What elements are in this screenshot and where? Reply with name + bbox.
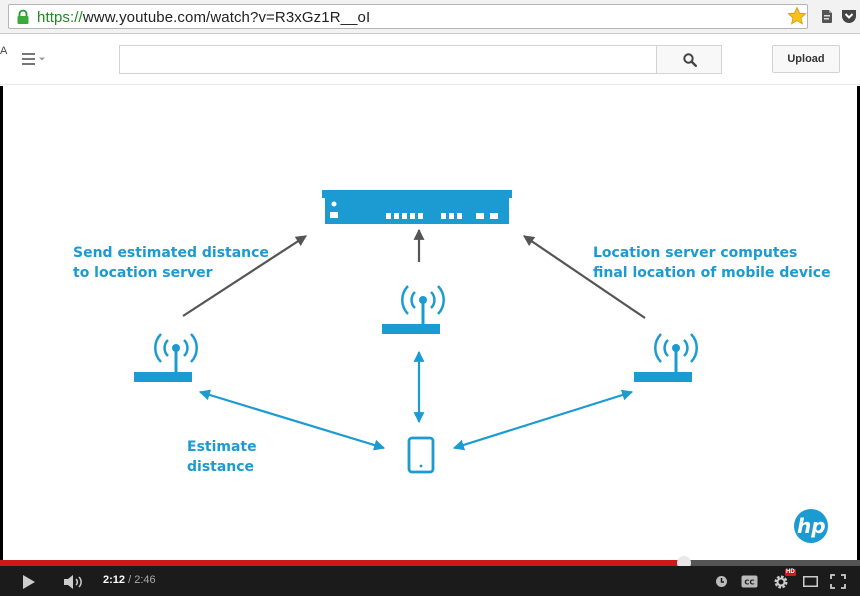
location-server-icon — [322, 190, 512, 224]
watch-later-icon[interactable] — [715, 575, 728, 588]
search-button[interactable] — [656, 45, 722, 74]
video-frame-slide[interactable]: Send estimated distance to location serv… — [3, 86, 857, 560]
search-input[interactable] — [119, 45, 657, 74]
label-location-server-computes: Location server computes final location … — [593, 243, 831, 283]
label-server-line2: final location of mobile device — [593, 265, 831, 281]
youtube-header: A Upload — [0, 35, 860, 85]
cropped-text: A — [0, 45, 8, 57]
play-icon[interactable] — [22, 574, 36, 590]
lock-icon — [17, 9, 29, 24]
star-icon[interactable] — [787, 6, 807, 26]
network-diagram — [134, 190, 828, 543]
label-estimate-distance: Estimate distance — [187, 437, 257, 477]
hp-logo-text: hp — [797, 514, 826, 538]
access-point-left-icon — [134, 333, 198, 382]
arrow-right-to-server — [523, 235, 646, 319]
time-display: 2:12 / 2:46 — [103, 574, 156, 586]
url-path: www.youtube.com/watch?v=R3xGz1R__oI — [82, 9, 371, 26]
evernote-extension-icon[interactable] — [818, 7, 836, 25]
url-scheme: https:// — [37, 9, 83, 26]
url-text[interactable]: https://www.youtube.com/watch?v=R3xGz1R_… — [37, 9, 370, 26]
search-icon — [683, 53, 697, 67]
hd-badge: HD — [785, 569, 796, 576]
arrow-device-left-ap — [198, 389, 386, 451]
access-point-right-icon — [634, 333, 698, 382]
duration: 2:46 — [134, 574, 156, 586]
hp-logo — [794, 509, 828, 543]
pocket-extension-icon[interactable] — [841, 7, 857, 25]
label-server-line1: Location server computes — [593, 245, 798, 261]
arrow-left-to-server — [182, 235, 307, 317]
captions-icon[interactable]: CC — [741, 575, 758, 588]
player-controls: 2:12 / 2:46 CC HD — [0, 566, 860, 596]
arrow-device-right-ap — [452, 389, 634, 451]
label-send-distance-line2: to location server — [73, 265, 213, 281]
settings-gear-icon[interactable] — [773, 574, 789, 590]
browser-toolbar: https://www.youtube.com/watch?v=R3xGz1R_… — [0, 0, 860, 34]
upload-button[interactable]: Upload — [772, 45, 840, 73]
access-point-center-icon — [382, 285, 445, 334]
theater-mode-icon[interactable] — [803, 576, 818, 587]
volume-icon[interactable] — [63, 574, 85, 590]
label-estimate-line2: distance — [187, 459, 255, 475]
progress-played — [0, 560, 684, 566]
label-estimate-line1: Estimate — [187, 439, 257, 455]
current-time: 2:12 — [103, 574, 126, 586]
label-send-distance: Send estimated distance to location serv… — [73, 243, 269, 283]
time-separator: / — [125, 574, 135, 586]
fullscreen-icon[interactable] — [830, 574, 846, 589]
svg-text:CC: CC — [744, 579, 754, 587]
mobile-device-icon — [407, 436, 435, 474]
label-send-distance-line1: Send estimated distance — [73, 245, 269, 261]
guide-menu-icon[interactable] — [20, 52, 48, 66]
address-bar[interactable]: https://www.youtube.com/watch?v=R3xGz1R_… — [8, 4, 808, 29]
video-player[interactable]: Send estimated distance to location serv… — [0, 86, 860, 596]
